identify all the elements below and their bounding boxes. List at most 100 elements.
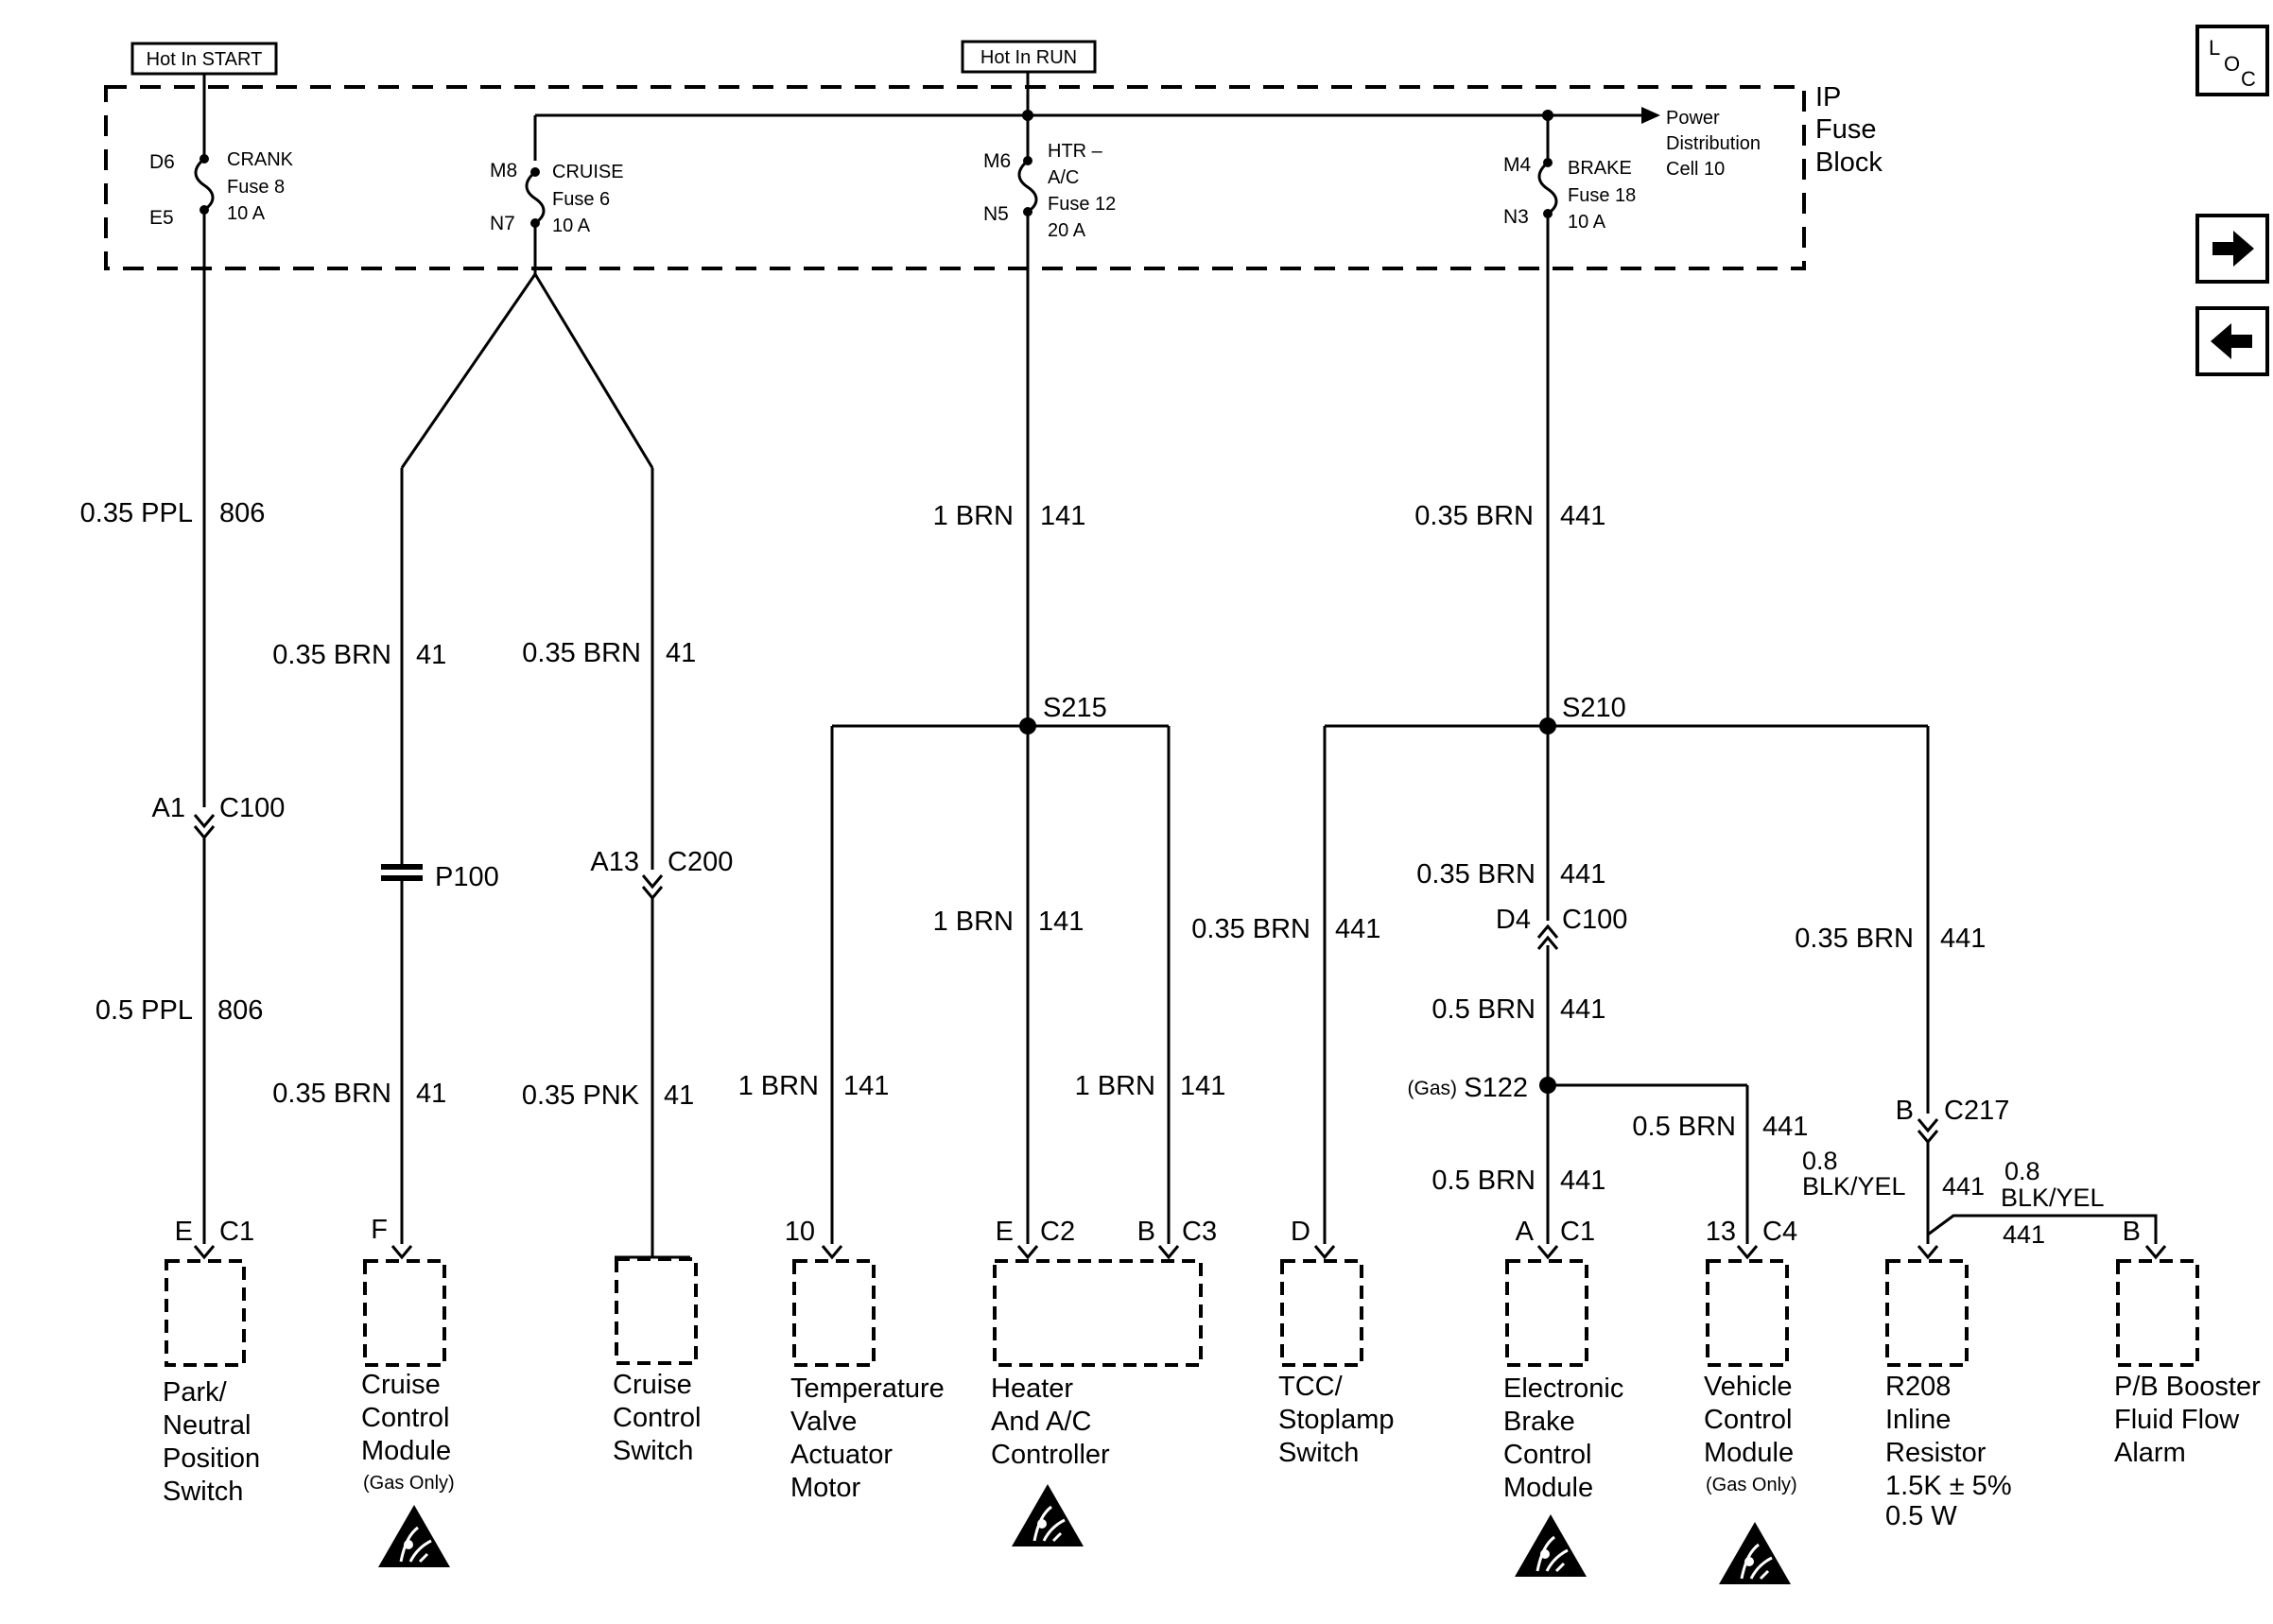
svg-text:P100: P100	[435, 862, 499, 892]
previous-page-button[interactable]	[2195, 306, 2269, 376]
next-page-button[interactable]	[2195, 214, 2269, 284]
svg-text:D: D	[1291, 1217, 1310, 1247]
svg-text:0.8: 0.8	[1802, 1147, 1838, 1175]
svg-text:0.35 PPL: 0.35 PPL	[80, 498, 193, 528]
svg-text:M4: M4	[1503, 154, 1531, 176]
esd-icon	[376, 1503, 452, 1569]
svg-text:IP: IP	[1815, 82, 1841, 112]
svg-text:0.5 W: 0.5 W	[1885, 1501, 1957, 1531]
svg-text:HTR –: HTR –	[1048, 141, 1103, 162]
svg-text:TCC/: TCC/	[1278, 1372, 1344, 1402]
svg-text:And A/C: And A/C	[991, 1407, 1091, 1437]
component-r208-resistor: R208 Inline Resistor 1.5K ± 5% 0.5 W	[1885, 1259, 2012, 1531]
svg-text:Controller: Controller	[991, 1440, 1110, 1470]
svg-text:Power: Power	[1666, 108, 1720, 129]
svg-text:Switch: Switch	[613, 1436, 693, 1466]
svg-text:S215: S215	[1043, 693, 1107, 723]
svg-text:0.35 BRN: 0.35 BRN	[272, 640, 391, 670]
svg-text:441: 441	[2003, 1220, 2045, 1249]
svg-text:L: L	[2209, 36, 2220, 60]
svg-text:Fuse 6: Fuse 6	[552, 189, 610, 210]
component-heater-ac-controller: E C2 B C3 Heater And A/C Controller	[991, 1217, 1217, 1548]
svg-text:Cruise: Cruise	[361, 1370, 441, 1400]
circuit-806: 0.35 PPL 806 A1 C100 0.5 PPL 806	[80, 210, 285, 1260]
component-cruise-control-switch: Cruise Control Switch	[613, 1257, 702, 1466]
svg-text:0.35 BRN: 0.35 BRN	[1795, 924, 1914, 954]
svg-text:0.5 BRN: 0.5 BRN	[1632, 1112, 1736, 1142]
esd-icon	[1717, 1520, 1793, 1586]
svg-text:Neutral: Neutral	[163, 1410, 252, 1441]
component-temp-valve-actuator: 10 Temperature Valve Actuator Motor	[785, 1217, 945, 1503]
svg-text:Control: Control	[361, 1403, 450, 1433]
svg-text:141: 141	[1038, 907, 1084, 937]
svg-text:B: B	[2123, 1217, 2141, 1247]
svg-text:1.5K ± 5%: 1.5K ± 5%	[1885, 1471, 2012, 1501]
svg-text:Fluid Flow: Fluid Flow	[2114, 1405, 2240, 1435]
svg-text:Valve: Valve	[790, 1407, 857, 1437]
esd-icon	[1010, 1482, 1085, 1548]
arrow-left-icon	[2211, 323, 2252, 359]
fuse-cruise: M8 N7 CRUISE Fuse 6 10 A	[490, 160, 624, 236]
svg-text:141: 141	[1040, 501, 1085, 531]
svg-text:C1: C1	[219, 1217, 254, 1247]
svg-text:(Gas Only): (Gas Only)	[363, 1473, 455, 1494]
svg-text:O: O	[2224, 52, 2240, 76]
component-vehicle-control-module: 13 C4 Vehicle Control Module (Gas Only)	[1704, 1217, 1797, 1586]
svg-text:D6: D6	[149, 151, 175, 173]
svg-text:Module: Module	[361, 1436, 451, 1466]
svg-text:Electronic: Electronic	[1503, 1373, 1623, 1404]
svg-text:C100: C100	[1562, 905, 1627, 935]
svg-text:Position: Position	[163, 1443, 260, 1474]
hot-in-run-label: Hot In RUN	[961, 40, 1097, 74]
svg-text:C: C	[2241, 67, 2256, 91]
component-park-neutral-switch: E C1 Park/ Neutral Position Switch	[163, 1217, 260, 1507]
component-ebcm: A C1 Electronic Brake Control Module	[1503, 1217, 1623, 1579]
fuse-brake: M4 N3 BRAKE Fuse 18 10 A	[1503, 115, 1636, 233]
svg-text:BLK/YEL: BLK/YEL	[1802, 1172, 1906, 1201]
svg-text:441: 441	[1335, 914, 1380, 944]
svg-text:M8: M8	[490, 160, 517, 181]
svg-text:A/C: A/C	[1048, 167, 1079, 188]
svg-text:E5: E5	[149, 207, 174, 229]
svg-text:Alarm: Alarm	[2114, 1438, 2186, 1468]
svg-text:10: 10	[785, 1217, 815, 1247]
svg-text:R208: R208	[1885, 1372, 1951, 1402]
svg-text:10 A: 10 A	[227, 203, 266, 224]
svg-text:Brake: Brake	[1503, 1407, 1575, 1437]
svg-text:41: 41	[664, 1080, 694, 1111]
power-distribution-label: Power Distribution Cell 10	[1666, 108, 1761, 180]
svg-text:B: B	[1896, 1096, 1914, 1126]
svg-text:F: F	[371, 1215, 388, 1245]
svg-text:0.5 BRN: 0.5 BRN	[1431, 1166, 1536, 1196]
svg-text:(Gas Only): (Gas Only)	[1706, 1475, 1797, 1495]
fuse-htr-ac: M6 N5 HTR – A/C Fuse 12 20 A	[983, 72, 1116, 241]
svg-text:BRAKE: BRAKE	[1568, 158, 1632, 179]
svg-text:C2: C2	[1040, 1217, 1075, 1247]
loc-button[interactable]: L O C	[2195, 25, 2269, 96]
svg-text:441: 441	[1762, 1112, 1808, 1142]
svg-text:141: 141	[843, 1071, 889, 1101]
fuse-crank: D6 E5 CRANK Fuse 8 10 A	[149, 74, 294, 229]
svg-text:0.35 BRN: 0.35 BRN	[272, 1079, 391, 1109]
svg-text:Stoplamp: Stoplamp	[1278, 1405, 1395, 1435]
svg-text:0.8: 0.8	[2004, 1157, 2040, 1185]
svg-text:Switch: Switch	[163, 1477, 243, 1507]
svg-text:E: E	[996, 1217, 1014, 1247]
svg-text:0.35 PNK: 0.35 PNK	[522, 1080, 640, 1111]
svg-text:0.35 BRN: 0.35 BRN	[1416, 859, 1536, 890]
svg-text:13: 13	[1706, 1217, 1736, 1247]
svg-text:C3: C3	[1182, 1217, 1217, 1247]
svg-text:41: 41	[416, 1079, 446, 1109]
svg-text:C100: C100	[219, 793, 285, 823]
svg-text:B: B	[1137, 1217, 1155, 1247]
svg-text:CRUISE: CRUISE	[552, 162, 624, 182]
svg-text:A13: A13	[590, 847, 639, 877]
svg-text:(Gas): (Gas)	[1408, 1078, 1458, 1099]
svg-text:BLK/YEL: BLK/YEL	[2001, 1183, 2105, 1212]
svg-text:A: A	[1516, 1217, 1535, 1247]
svg-text:Inline: Inline	[1885, 1405, 1951, 1435]
svg-text:0.5 BRN: 0.5 BRN	[1431, 994, 1536, 1025]
svg-text:0.5 PPL: 0.5 PPL	[95, 995, 193, 1026]
hot-in-start-label: Hot In START	[130, 42, 278, 76]
